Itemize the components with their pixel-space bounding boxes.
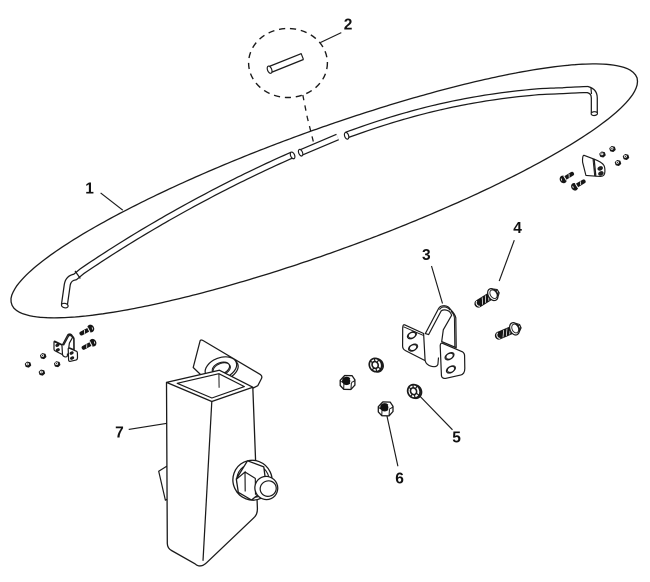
svg-text:2: 2: [344, 17, 353, 34]
svg-text:7: 7: [115, 425, 124, 442]
svg-text:1: 1: [85, 181, 94, 198]
svg-text:4: 4: [513, 220, 522, 237]
svg-text:3: 3: [422, 247, 431, 264]
svg-text:5: 5: [452, 429, 461, 446]
svg-text:6: 6: [395, 470, 404, 487]
